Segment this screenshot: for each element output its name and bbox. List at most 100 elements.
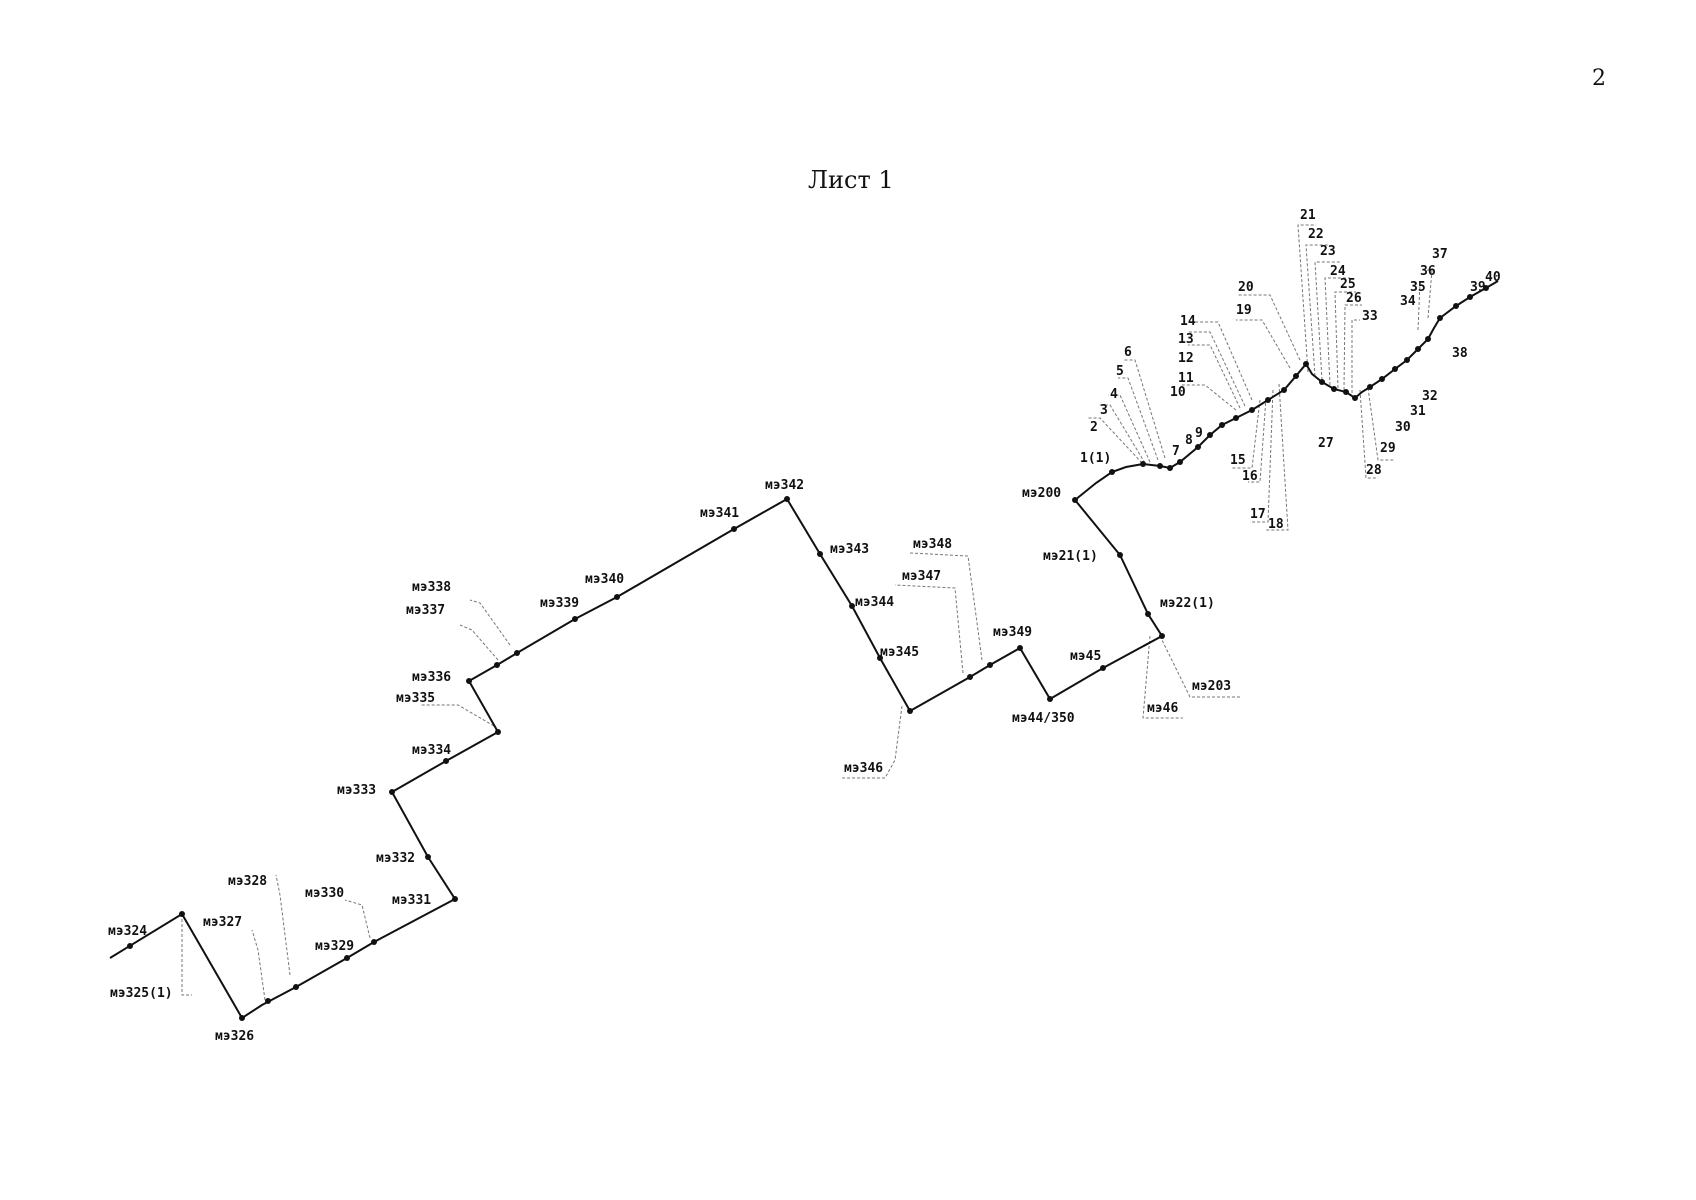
vertex <box>1117 552 1123 558</box>
point-label: мэ326 <box>215 1029 254 1044</box>
leader-n2 <box>1088 417 1143 464</box>
point-label: мэ336 <box>412 670 451 685</box>
point-label: 23 <box>1320 244 1336 259</box>
vertex <box>1157 463 1163 469</box>
vertex <box>614 594 620 600</box>
point-label: мэ22(1) <box>1160 596 1215 611</box>
vertex <box>1367 384 1373 390</box>
point-label: мэ335 <box>396 691 435 706</box>
point-label: 24 <box>1330 264 1346 279</box>
point-label: 9 <box>1195 426 1203 441</box>
route-vertices <box>127 285 1489 1021</box>
leader-n36 <box>1412 282 1421 331</box>
leader-n17 <box>1250 389 1274 523</box>
point-label: 34 <box>1400 294 1416 309</box>
vertex <box>572 616 578 622</box>
point-label: 27 <box>1318 436 1334 451</box>
point-label: мэ341 <box>700 506 739 521</box>
point-label: 37 <box>1432 247 1448 262</box>
point-label: мэ333 <box>337 783 376 798</box>
point-label: мэ330 <box>305 886 344 901</box>
point-labels: мэ324 мэ325(1) мэ326 мэ327 мэ328 мэ329 м… <box>108 208 1501 1044</box>
vertex <box>293 984 299 990</box>
vertex <box>849 603 855 609</box>
page-number: 2 <box>1592 66 1606 91</box>
point-label: мэ328 <box>228 874 267 889</box>
vertex <box>495 729 501 735</box>
leader-ms325 <box>181 914 192 996</box>
vertex <box>1343 389 1349 395</box>
vertex <box>1281 387 1287 393</box>
point-label: мэ349 <box>993 625 1032 640</box>
point-label: 31 <box>1410 404 1426 419</box>
point-label: 10 <box>1170 385 1186 400</box>
point-label: мэ329 <box>315 939 354 954</box>
leader-n15 <box>1232 399 1261 469</box>
point-label: 20 <box>1238 280 1254 295</box>
vertex <box>1404 357 1410 363</box>
vertex <box>1437 315 1443 321</box>
vertex <box>1415 346 1421 352</box>
vertex <box>1177 459 1183 465</box>
point-label: 2 <box>1090 420 1098 435</box>
leader-n29 <box>1367 387 1395 461</box>
point-label: 21 <box>1300 208 1316 223</box>
vertex <box>817 551 823 557</box>
vertex <box>239 1015 245 1021</box>
vertex <box>1047 696 1053 702</box>
point-label: мэ45 <box>1070 649 1101 664</box>
survey-route <box>109 280 1499 1020</box>
leader-n22 <box>1305 244 1328 377</box>
vertex <box>1467 294 1473 300</box>
leader-n33 <box>1351 319 1360 393</box>
vertex <box>452 896 458 902</box>
point-label: 32 <box>1422 389 1438 404</box>
point-label: 1(1) <box>1080 451 1111 466</box>
leader-ms337 <box>459 624 499 661</box>
vertex <box>1425 336 1431 342</box>
vertex <box>987 662 993 668</box>
vertex <box>1331 386 1337 392</box>
vertex <box>494 662 500 668</box>
vertex <box>1392 366 1398 372</box>
point-label: 13 <box>1178 332 1194 347</box>
point-label: мэ332 <box>376 851 415 866</box>
vertex <box>1483 285 1489 291</box>
vertex <box>425 854 431 860</box>
vertex <box>1265 397 1271 403</box>
leader-n12 <box>1188 331 1246 407</box>
leader-ms330 <box>344 899 371 939</box>
leader-n16 <box>1248 397 1267 483</box>
point-label: 3 <box>1100 403 1108 418</box>
leader-ms46 <box>1142 635 1183 719</box>
point-label: 19 <box>1236 303 1252 318</box>
point-label: мэ203 <box>1192 679 1231 694</box>
leader-n5 <box>1118 377 1159 461</box>
leader-n21 <box>1297 224 1316 373</box>
point-label: мэ337 <box>406 603 445 618</box>
point-label: 15 <box>1230 453 1246 468</box>
point-label: 4 <box>1110 387 1118 402</box>
point-label: мэ21(1) <box>1043 549 1098 564</box>
vertex <box>1379 376 1385 382</box>
vertex <box>1140 461 1146 467</box>
leader-n14 <box>1188 321 1253 401</box>
leader-n13 <box>1188 344 1241 409</box>
vertex <box>1145 611 1151 617</box>
vertex <box>344 955 350 961</box>
vertex <box>731 526 737 532</box>
point-label: мэ347 <box>902 569 941 584</box>
point-label: 8 <box>1185 433 1193 448</box>
leader-lines <box>181 224 1433 1001</box>
vertex <box>1159 633 1165 639</box>
vertex <box>877 655 883 661</box>
leader-n3 <box>1098 404 1146 464</box>
point-label: 16 <box>1242 469 1258 484</box>
vertex <box>466 678 472 684</box>
point-label: мэ327 <box>203 915 242 930</box>
point-label: мэ338 <box>412 580 451 595</box>
vertex <box>1233 415 1239 421</box>
vertex <box>1219 422 1225 428</box>
